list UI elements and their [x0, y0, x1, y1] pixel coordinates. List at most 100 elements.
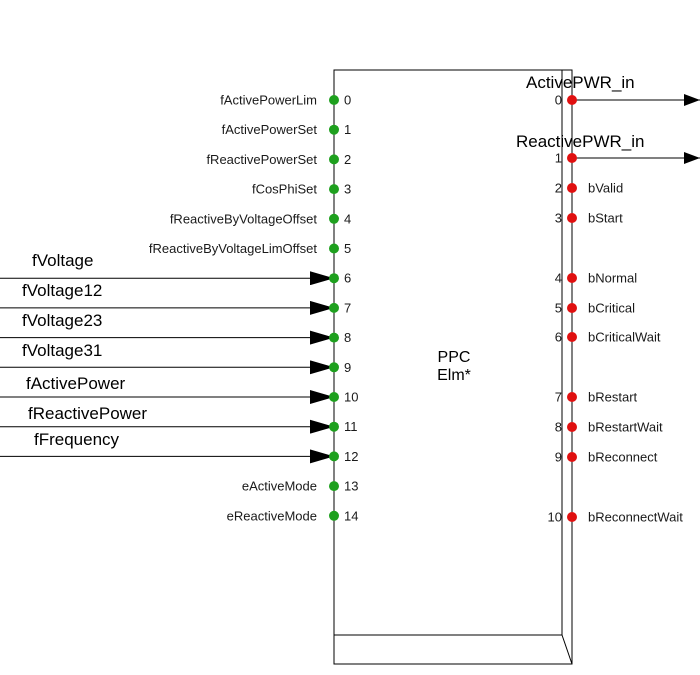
- output-port-4[interactable]: 4 bNormal: [555, 271, 637, 286]
- output-port-label: bNormal: [588, 271, 637, 286]
- output-port-3[interactable]: 3 bStart: [555, 211, 623, 226]
- output-port-5[interactable]: 5 bCritical: [555, 301, 635, 316]
- output-port-0[interactable]: ActivePWR_in0: [526, 73, 700, 108]
- input-port-dot[interactable]: [329, 154, 339, 165]
- input-port-label: eActiveMode: [242, 479, 317, 494]
- output-port-label: bCritical: [588, 301, 635, 316]
- input-port-label: fReactiveByVoltageOffset: [170, 211, 318, 226]
- input-port-14[interactable]: eReactiveMode 14: [227, 508, 359, 523]
- output-port-1[interactable]: ReactivePWR_in1: [516, 132, 700, 166]
- input-port-3[interactable]: fCosPhiSet 3: [252, 182, 351, 197]
- input-port-dot[interactable]: [329, 421, 339, 432]
- input-port-number: 2: [344, 152, 351, 167]
- block-title: PPC: [438, 349, 471, 366]
- input-port-dot[interactable]: [329, 273, 339, 284]
- input-port-10[interactable]: fActivePower 10: [0, 374, 358, 405]
- input-port-number: 14: [344, 508, 358, 523]
- output-port-dot[interactable]: [567, 392, 577, 402]
- input-port-7[interactable]: fVoltage12 7: [0, 281, 351, 315]
- input-port-11[interactable]: fReactivePower 11: [0, 404, 358, 434]
- input-port-number: 12: [344, 449, 358, 464]
- output-port-dot[interactable]: [567, 303, 577, 313]
- input-port-dot[interactable]: [329, 124, 339, 135]
- input-signal-label: fFrequency: [34, 430, 120, 449]
- output-port-10[interactable]: 10 bReconnectWait: [548, 510, 684, 525]
- output-port-number: 4: [555, 271, 562, 286]
- input-port-label: fActivePowerSet: [222, 122, 318, 137]
- output-port-7[interactable]: 7 bRestart: [555, 390, 638, 405]
- input-signal-label: fActivePower: [26, 374, 126, 393]
- input-port-number: 7: [344, 300, 351, 315]
- input-port-number: 5: [344, 241, 351, 256]
- ppc-block[interactable]: PPC Elm*: [333, 69, 573, 665]
- output-port-dot[interactable]: [567, 95, 577, 105]
- output-port-dot[interactable]: [567, 452, 577, 462]
- output-port-9[interactable]: 9 bReconnect: [555, 450, 658, 465]
- output-port-number: 3: [555, 211, 562, 226]
- output-port-number: 5: [555, 301, 562, 316]
- block-right-edge-inner: [561, 634, 573, 665]
- output-port-dot[interactable]: [567, 332, 577, 342]
- input-port-number: 3: [344, 182, 351, 197]
- input-port-number: 0: [344, 93, 351, 108]
- input-port-label: eReactiveMode: [227, 508, 317, 523]
- input-port-4[interactable]: fReactiveByVoltageOffset 4: [170, 211, 351, 226]
- input-port-number: 13: [344, 479, 358, 494]
- input-port-label: fCosPhiSet: [252, 182, 317, 197]
- input-port-dot[interactable]: [329, 213, 339, 224]
- input-port-dot[interactable]: [329, 243, 339, 254]
- input-port-dot[interactable]: [329, 302, 339, 313]
- output-port-label: bRestartWait: [588, 420, 663, 435]
- input-port-dot[interactable]: [329, 362, 339, 373]
- input-port-13[interactable]: eActiveMode 13: [242, 479, 359, 494]
- block-outline: [333, 69, 573, 665]
- output-port-label: bStart: [588, 211, 623, 226]
- input-port-12[interactable]: fFrequency 12: [0, 430, 358, 464]
- output-port-label: bCriticalWait: [588, 330, 661, 345]
- input-port-dot[interactable]: [329, 184, 339, 195]
- output-port-number: 0: [555, 93, 562, 108]
- input-port-dot[interactable]: [329, 332, 339, 343]
- output-port-number: 7: [555, 390, 562, 405]
- output-port-label: bRestart: [588, 390, 638, 405]
- output-port-label: bReconnectWait: [588, 510, 683, 525]
- output-port-number: 2: [555, 181, 562, 196]
- output-port-label: bReconnect: [588, 450, 658, 465]
- input-port-number: 4: [344, 211, 351, 226]
- input-port-dot[interactable]: [329, 392, 339, 402]
- input-port-dot[interactable]: [329, 481, 339, 492]
- output-port-dot[interactable]: [567, 183, 577, 193]
- output-signal-label: ReactivePWR_in: [516, 132, 645, 151]
- input-signal-label: fReactivePower: [28, 404, 147, 423]
- input-port-number: 6: [344, 271, 351, 286]
- output-port-dot[interactable]: [567, 153, 577, 163]
- input-port-number: 10: [344, 390, 358, 405]
- output-port-dot[interactable]: [567, 213, 577, 223]
- output-port-dot[interactable]: [567, 273, 577, 283]
- input-port-number: 8: [344, 330, 351, 345]
- input-port-1[interactable]: fActivePowerSet 1: [222, 122, 352, 137]
- input-port-dot[interactable]: [329, 95, 339, 105]
- input-port-number: 1: [344, 122, 351, 137]
- input-port-dot[interactable]: [329, 451, 339, 462]
- output-port-dot[interactable]: [567, 422, 577, 432]
- output-port-dot[interactable]: [567, 512, 577, 522]
- input-port-number: 11: [344, 419, 358, 434]
- output-port-number: 1: [555, 151, 562, 166]
- output-port-number: 10: [548, 510, 562, 525]
- input-port-dot[interactable]: [329, 510, 339, 521]
- input-signal-label: fVoltage12: [22, 281, 102, 300]
- output-port-number: 9: [555, 450, 562, 465]
